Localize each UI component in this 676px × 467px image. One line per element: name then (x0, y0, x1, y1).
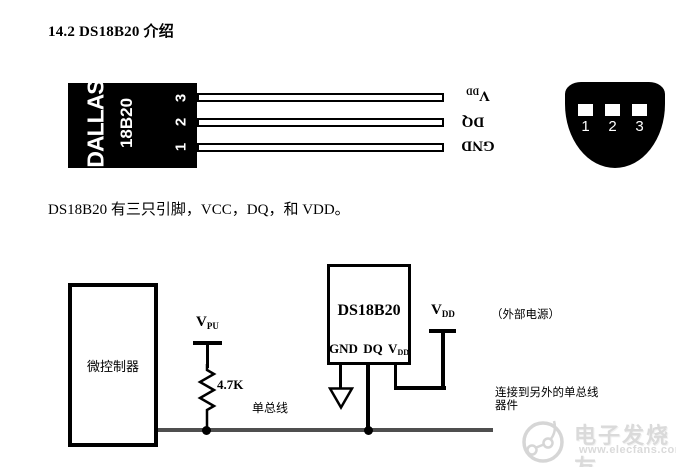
external-supply-rail (429, 329, 456, 333)
junction-dot (202, 426, 211, 435)
ground-symbol (328, 387, 354, 410)
junction-dot (364, 426, 373, 435)
vdd-sub: DD (441, 309, 455, 319)
to92-pad (578, 104, 593, 116)
pin-lead (197, 143, 444, 152)
sensor-pin-vdd-sub: DD (397, 348, 409, 357)
section-title: 14.2 DS18B20 介绍 (48, 24, 174, 40)
microcontroller-box: 微控制器 (68, 283, 158, 447)
chip-pin-number-1: 1 (172, 142, 190, 152)
bus-connection-note: 连接到另外的单总线器件 (495, 387, 599, 412)
wire (394, 362, 397, 390)
pin-lead (197, 93, 444, 102)
to92-pad (605, 104, 620, 116)
wire (394, 386, 446, 390)
watermark-url-text: www.elecfans.com (579, 444, 676, 456)
one-wire-bus-line (158, 428, 493, 432)
wire (339, 362, 342, 389)
pin-label-vdd: VDD (466, 87, 490, 104)
to92-pin-number-2: 2 (608, 118, 617, 135)
pullup-supply-label: VPU (196, 314, 219, 331)
pin-label-gnd-main: GND (461, 137, 495, 154)
pin-label-vdd-main: V (479, 87, 490, 104)
vdd-main: V (431, 302, 442, 318)
sensor-pin-gnd: GND (329, 341, 358, 356)
watermark-logo-icon (522, 420, 564, 463)
to92-bottom-view: 1 2 3 (565, 82, 665, 168)
intro-paragraph: DS18B20 有三只引脚，VCC，DQ，和 VDD。 (48, 202, 350, 218)
resistor-value: 4.7K (217, 377, 244, 392)
external-supply-note: （外部电源） (491, 309, 560, 321)
to92-pin-number-1: 1 (581, 118, 590, 135)
ds18b20-pin-row: GND DQ VDD (327, 341, 411, 357)
sensor-pin-vdd-main: V (388, 341, 398, 356)
vpu-main: V (196, 314, 207, 330)
external-supply-label: VDD (431, 302, 455, 319)
chip-model-text: 18B20 (117, 97, 136, 149)
wire (441, 331, 445, 390)
to92-pad (632, 104, 647, 116)
pin-label-vdd-sub: DD (466, 86, 480, 97)
pin-lead (197, 118, 444, 127)
pin-label-dq: DQ (462, 113, 485, 130)
sensor-pin-dq: DQ (363, 341, 383, 356)
ds18b20-label: DS18B20 (337, 302, 401, 319)
chip-brand-text: DALLAS (82, 80, 109, 168)
wire (366, 362, 370, 428)
wire (206, 344, 209, 368)
pin-label-dq-main: DQ (461, 113, 485, 130)
sensor-pin-vdd: VDD (388, 341, 409, 357)
pullup-supply-rail (193, 341, 222, 345)
to92-pin-number-3: 3 (635, 118, 644, 135)
pin-label-gnd: GND (461, 137, 494, 154)
chip-pin-number-3: 3 (172, 93, 190, 103)
microcontroller-label: 微控制器 (86, 358, 139, 374)
resistor-symbol (197, 364, 217, 430)
chip-package-body (68, 83, 197, 168)
chip-pin-number-2: 2 (172, 117, 190, 127)
watermark-brand-text: 电子发烧友 (574, 423, 671, 467)
one-wire-bus-label: 单总线 (252, 401, 289, 415)
vpu-sub: PU (206, 321, 219, 331)
